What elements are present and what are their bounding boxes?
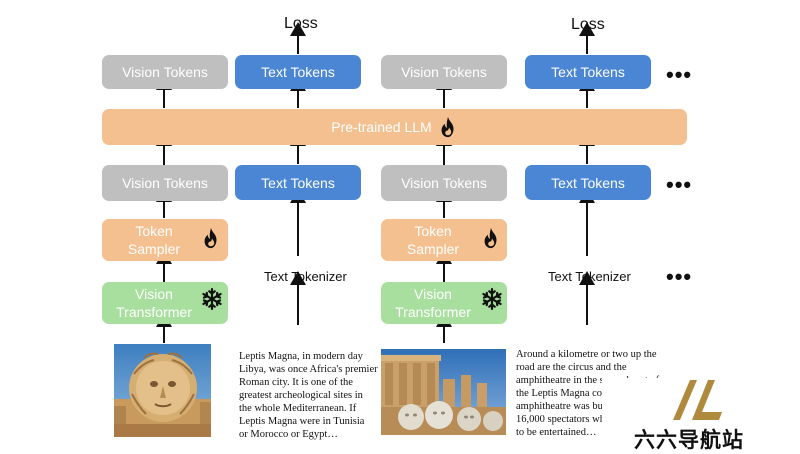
loss-label: Loss (571, 16, 605, 33)
caption-line: Libya, was once Africa's premier (239, 364, 378, 375)
llm-label: Pre-trained LLM (331, 119, 432, 135)
text-tokens-label: Text Tokens (551, 64, 625, 80)
snowflake-icon (202, 288, 222, 310)
leptis-magna-ruins-photo (381, 349, 506, 435)
caption-line: the Leptis Magna com (516, 388, 611, 399)
text-tokens-output-2: Text Tokens (525, 55, 651, 89)
vision-transformer-1: Vision Transformer (102, 282, 228, 324)
caption-line: greatest archeological sites in (239, 390, 363, 401)
snowflake-icon (482, 288, 502, 310)
vision-tokens-label: Vision Tokens (122, 175, 208, 191)
token-sampler-label-line1: Token (414, 223, 452, 239)
text-tokens-output-1: Text Tokens (235, 55, 361, 89)
caption-line: Roman city. It is one of the (239, 377, 353, 388)
fire-icon (441, 116, 454, 138)
vision-transformer-label-line1: Vision (135, 286, 173, 302)
text-tokens-label: Text Tokens (261, 64, 335, 80)
caption-line: Leptis Magna, in modern day (239, 351, 363, 362)
vision-tokens-output-1: Vision Tokens (102, 55, 228, 89)
text-tokens-label: Text Tokens (551, 174, 625, 191)
vision-transformer-label-line2: Transformer (116, 304, 192, 320)
caption-line: the whole Mediterranean. If (239, 403, 357, 414)
vision-transformer-label-line2: Transformer (395, 304, 471, 320)
watermark-text: 六六导航站 (634, 428, 744, 452)
vision-tokens-label: Vision Tokens (122, 64, 208, 80)
caption-line: 16,000 spectators wh (516, 414, 605, 425)
token-sampler-label-line2: Sampler (127, 241, 181, 257)
caption-line: or Morocco or Egypt… (239, 429, 338, 440)
ellipsis: ••• (666, 172, 693, 197)
caption-line: Leptis Magna were in Tunisia (239, 416, 365, 427)
loss-label: Loss (284, 15, 318, 32)
caption-line: amphitheatre was bui (516, 401, 606, 412)
vision-tokens-input-2: Vision Tokens (381, 165, 507, 201)
pretrained-llm: Pre-trained LLM (102, 109, 687, 145)
text-tokens-input-2: Text Tokens (525, 165, 651, 200)
text-tokens-label: Text Tokens (261, 174, 335, 191)
vision-tokens-input-1: Vision Tokens (102, 165, 228, 201)
ellipsis: ••• (666, 62, 693, 87)
watermark-backdrop (602, 378, 664, 432)
vision-tokens-label: Vision Tokens (401, 64, 487, 80)
text-tokens-input-1: Text Tokens (235, 165, 361, 200)
caption-line: Around a kilometre or two up the (516, 349, 657, 360)
text-tokenizer-label: Text Tokenizer (548, 269, 631, 284)
vision-tokens-label: Vision Tokens (401, 175, 487, 191)
ellipsis: ••• (666, 264, 693, 289)
token-sampler-label-line2: Sampler (406, 241, 460, 257)
caption-line: to be entertained… (516, 427, 597, 438)
ll-logo (673, 380, 722, 420)
vision-tokens-output-2: Vision Tokens (381, 55, 507, 89)
caption-line: amphitheatre in the second part of (516, 375, 660, 386)
fire-icon (204, 227, 217, 249)
caption-line: road are the circus and the (516, 362, 627, 373)
text-tokenizer-label: Text Tokenizer (264, 269, 347, 284)
caption-text-1: Leptis Magna, in modern day Libya, was o… (239, 350, 378, 441)
caption-text-2: Around a kilometre or two up the road ar… (516, 348, 659, 439)
vision-transformer-label-line1: Vision (414, 286, 452, 302)
token-sampler-label-line1: Token (135, 223, 173, 239)
token-sampler-1: Token Sampler (102, 219, 228, 261)
leptis-magna-medusa-photo (114, 344, 211, 437)
fire-icon (484, 227, 497, 249)
